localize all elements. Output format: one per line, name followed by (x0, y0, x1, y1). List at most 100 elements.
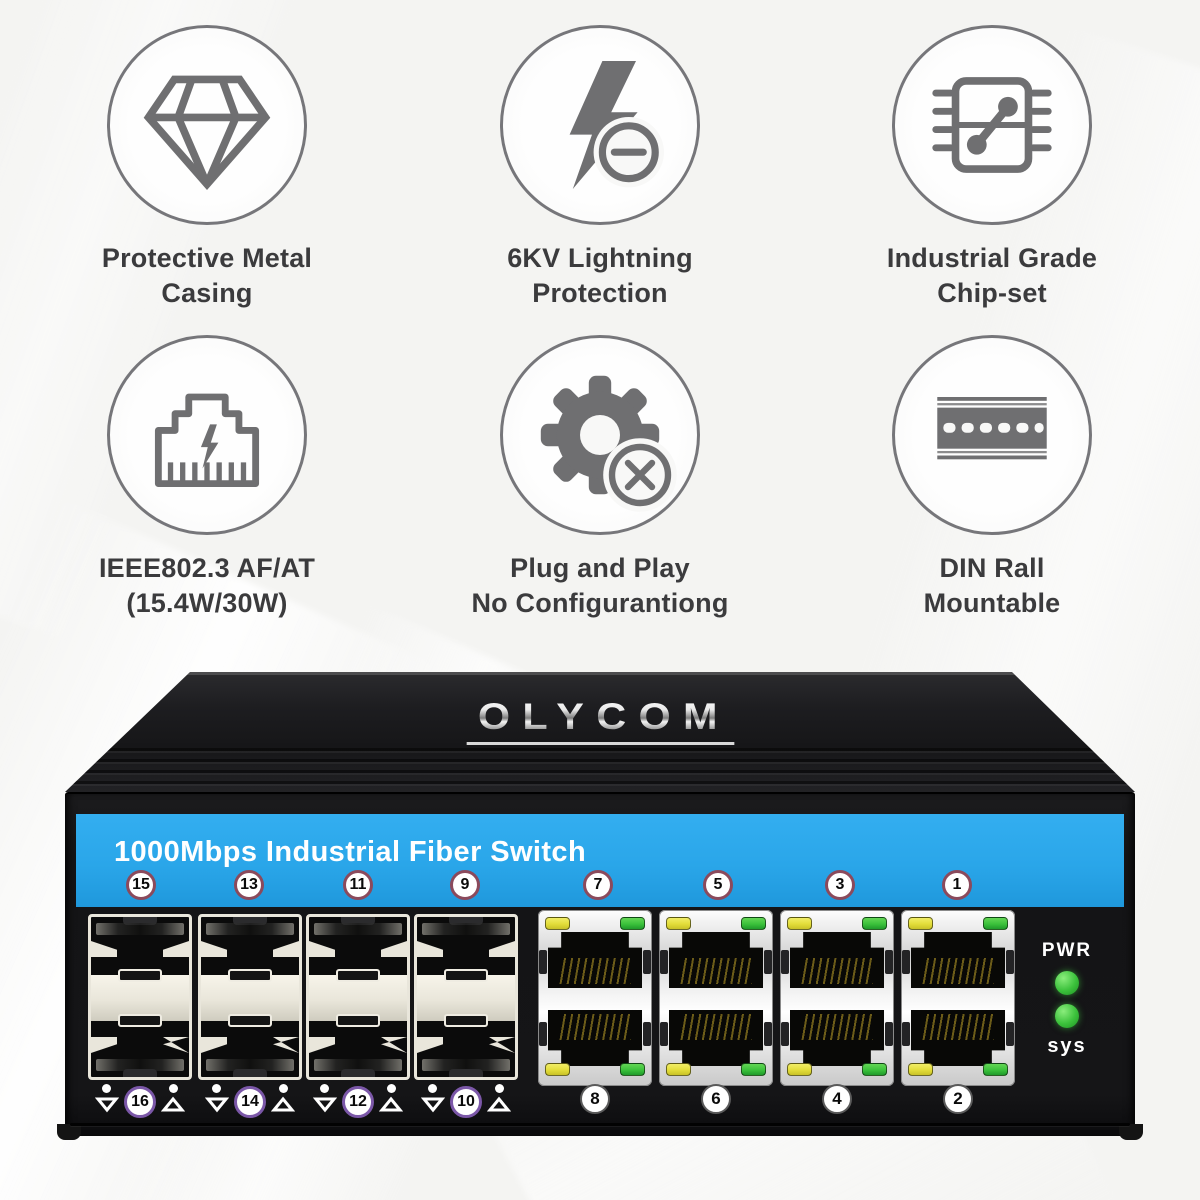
port-number-bottom: 6 (701, 1084, 731, 1114)
sfp-markers: 14 (198, 1082, 302, 1126)
triangle-up-icon (271, 1096, 295, 1112)
port-number-bottom: 16 (124, 1086, 156, 1118)
green-led (983, 917, 1008, 930)
poe-ethernet-icon (107, 335, 307, 535)
port-number-top: 5 (703, 870, 733, 900)
feature-title-line: 6KV Lightning (507, 243, 693, 273)
feature-poe-standard: IEEE802.3 AF/AT (15.4W/30W) (27, 335, 387, 621)
marker-dot (320, 1084, 329, 1093)
sfp-markers: 12 (306, 1082, 410, 1126)
green-led (620, 917, 645, 930)
switch-front-panel: 1000Mbps Industrial Fiber Switch 15 13 1… (57, 792, 1143, 1140)
yellow-led (908, 1063, 933, 1076)
triangle-down-icon (95, 1097, 119, 1113)
port-number-top: 11 (343, 870, 373, 900)
rj45-jack-bottom (669, 1010, 763, 1066)
rj45-port-module: 6 (659, 910, 773, 1114)
rj45-jack-bottom (790, 1010, 884, 1066)
green-led (620, 1063, 645, 1076)
din-rail-icon (892, 335, 1092, 535)
feature-title-line: No Configurantiong (471, 588, 729, 618)
sfp-cage (306, 914, 410, 1080)
lightning-protection-icon (569, 61, 664, 189)
sfp-divider (417, 969, 515, 1027)
port-number-top: 7 (583, 870, 613, 900)
brand-logo: OLYCOM (466, 696, 734, 745)
rj45-port-module: 2 (901, 910, 1015, 1114)
triangle-up-icon (487, 1096, 511, 1112)
green-led (983, 1063, 1008, 1076)
brand-row: OLYCOM (65, 696, 1135, 745)
yellow-led (545, 1063, 570, 1076)
rj45-jack-top (790, 932, 884, 988)
feature-protective-metal-casing: Protective Metal Casing (27, 25, 387, 311)
sys-label: sys (1047, 1035, 1087, 1057)
sfp-port-module: 10 (414, 914, 518, 1126)
poe-ethernet-icon (154, 393, 260, 488)
feature-title-line: Industrial Grade (886, 243, 1098, 273)
triangle-up-icon (379, 1096, 403, 1112)
rj45-jack-bottom (911, 1010, 1005, 1066)
sfp-cage (198, 914, 302, 1080)
triangle-down-icon (313, 1097, 337, 1113)
plug-and-play-icon (540, 375, 677, 512)
rj45-jack-bottom (548, 1010, 642, 1066)
sfp-cage (414, 914, 518, 1080)
device-foot (57, 1124, 81, 1140)
sfp-port-module: 14 (198, 914, 302, 1126)
sfp-markers: 16 (88, 1082, 192, 1126)
banner: 1000Mbps Industrial Fiber Switch 15 13 1… (76, 814, 1124, 907)
sfp-port-module: 12 (306, 914, 410, 1126)
port-number-top: 3 (825, 870, 855, 900)
feature-title: Plug and Play No Configurantiong (420, 551, 780, 621)
pwr-led (1055, 971, 1079, 995)
chipset-icon (932, 77, 1052, 173)
pwr-label: PWR (1041, 940, 1093, 961)
sfp-divider (309, 969, 407, 1027)
green-led (741, 1063, 766, 1076)
port-number-bottom: 4 (822, 1084, 852, 1114)
yellow-led (908, 917, 933, 930)
rj45-port-module: 8 (538, 910, 652, 1114)
port-number-top: 15 (126, 870, 156, 900)
feature-title-line: Casing (161, 278, 253, 308)
switch-device: OLYCOM 1000Mbps Industrial Fiber Switch … (57, 672, 1143, 1140)
port-number-bottom: 10 (450, 1086, 482, 1118)
port-number-top: 13 (234, 870, 264, 900)
feature-title-line: DIN Rall (939, 553, 1045, 583)
marker-dot (212, 1084, 221, 1093)
feature-plug-and-play: Plug and Play No Configurantiong (420, 335, 780, 621)
rj45-port-module: 4 (780, 910, 894, 1114)
feature-title-line: Chip-set (937, 278, 1047, 308)
marker-dot (102, 1084, 111, 1093)
marker-dot (387, 1084, 396, 1093)
device-foot (1119, 1124, 1143, 1140)
diamond-icon (143, 75, 271, 191)
chipset-icon (892, 25, 1092, 225)
feature-industrial-chipset: Industrial Grade Chip-set (812, 25, 1172, 311)
feature-title: IEEE802.3 AF/AT (15.4W/30W) (27, 551, 387, 621)
feature-lightning-protection: 6KV Lightning Protection (420, 25, 780, 311)
plug-and-play-icon (500, 335, 700, 535)
switch-top-lid: OLYCOM (65, 672, 1135, 792)
yellow-led (666, 1063, 691, 1076)
rj45-jack-top (548, 932, 642, 988)
feature-title: Industrial Grade Chip-set (812, 241, 1172, 311)
yellow-led (787, 917, 812, 930)
feature-title-line: Plug and Play (510, 553, 690, 583)
status-led-panel: PWR sys (1027, 940, 1107, 1058)
marker-dot (428, 1084, 437, 1093)
feature-title-line: Mountable (923, 588, 1061, 618)
port-number-top: 1 (942, 870, 972, 900)
triangle-down-icon (205, 1097, 229, 1113)
rj45-jack-top (669, 932, 763, 988)
rj45-jack-top (911, 932, 1005, 988)
feature-title: 6KV Lightning Protection (420, 241, 780, 311)
feature-title: Protective Metal Casing (27, 241, 387, 311)
port-number-bottom: 14 (234, 1086, 266, 1118)
banner-title: 1000Mbps Industrial Fiber Switch (114, 836, 587, 868)
sfp-port-module: 16 (88, 914, 192, 1126)
feature-din-rail: DIN Rall Mountable (812, 335, 1172, 621)
feature-title-line: IEEE802.3 AF/AT (98, 553, 316, 583)
